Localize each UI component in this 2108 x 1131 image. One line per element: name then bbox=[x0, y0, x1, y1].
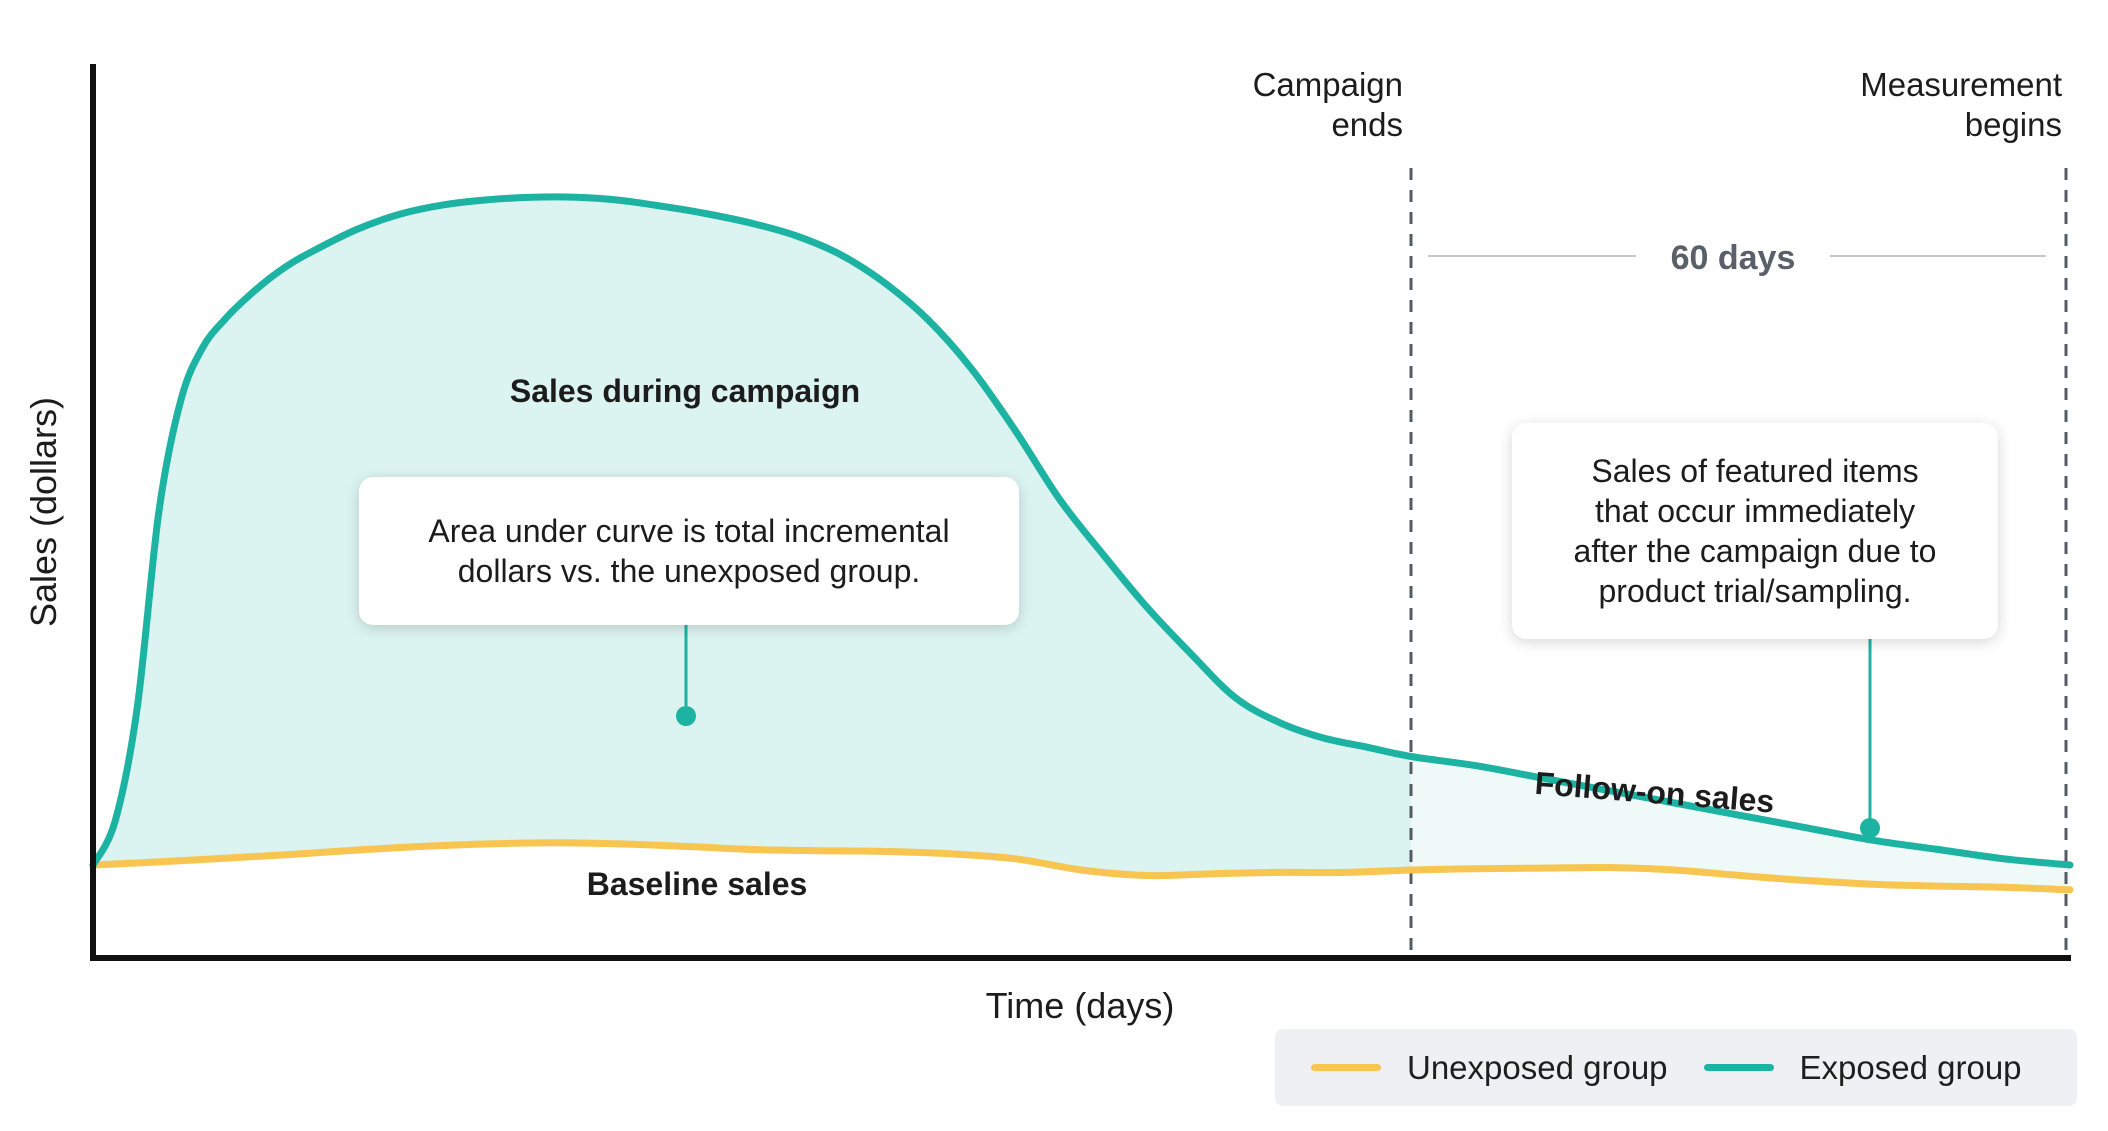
legend-item-unexposed: Unexposed group bbox=[1275, 1049, 1668, 1087]
area-callout-pointer-dot bbox=[676, 706, 696, 726]
unexposed-group-line bbox=[89, 839, 2074, 894]
area-callout: Area under curve is total incremental do… bbox=[359, 477, 1019, 625]
follow-on-area bbox=[1411, 756, 2070, 890]
legend-label-exposed: Exposed group bbox=[1799, 1048, 2022, 1086]
campaign-ends-label-line1: Campaign bbox=[1253, 66, 1403, 103]
legend: Unexposed group Exposed group bbox=[1275, 1029, 2077, 1106]
exposed-group-line bbox=[89, 193, 2074, 869]
legend-label-unexposed: Unexposed group bbox=[1407, 1048, 1668, 1086]
sales-during-campaign-label: Sales during campaign bbox=[510, 373, 860, 409]
follow-on-callout-line2: that occur immediately bbox=[1594, 493, 1916, 529]
y-axis-title: Sales (dollars) bbox=[23, 397, 64, 627]
x-axis-title: Time (days) bbox=[986, 985, 1175, 1026]
area-callout-line2: dollars vs. the unexposed group. bbox=[457, 553, 921, 589]
legend-swatch-exposed bbox=[1703, 1064, 1774, 1071]
follow-on-callout-pointer-dot bbox=[1860, 818, 1880, 838]
window-label: 60 days bbox=[1671, 239, 1796, 277]
follow-on-callout-line4: product trial/sampling. bbox=[1598, 573, 1912, 609]
legend-swatch-unexposed bbox=[1311, 1064, 1381, 1071]
follow-on-callout-line1: Sales of featured items bbox=[1591, 453, 1919, 489]
area-callout-line1: Area under curve is total incremental bbox=[428, 513, 950, 549]
legend-item-exposed: Exposed group bbox=[1668, 1049, 2022, 1087]
campaign-ends-label-line2: ends bbox=[1331, 106, 1403, 143]
baseline-sales-label: Baseline sales bbox=[587, 866, 808, 902]
measurement-begins-label-line1: Measurement bbox=[1860, 66, 2062, 103]
follow-on-callout: Sales of featured items that occur immed… bbox=[1512, 423, 1998, 639]
follow-on-callout-line3: after the campaign due to bbox=[1573, 533, 1937, 569]
measurement-begins-label-line2: begins bbox=[1965, 106, 2062, 143]
